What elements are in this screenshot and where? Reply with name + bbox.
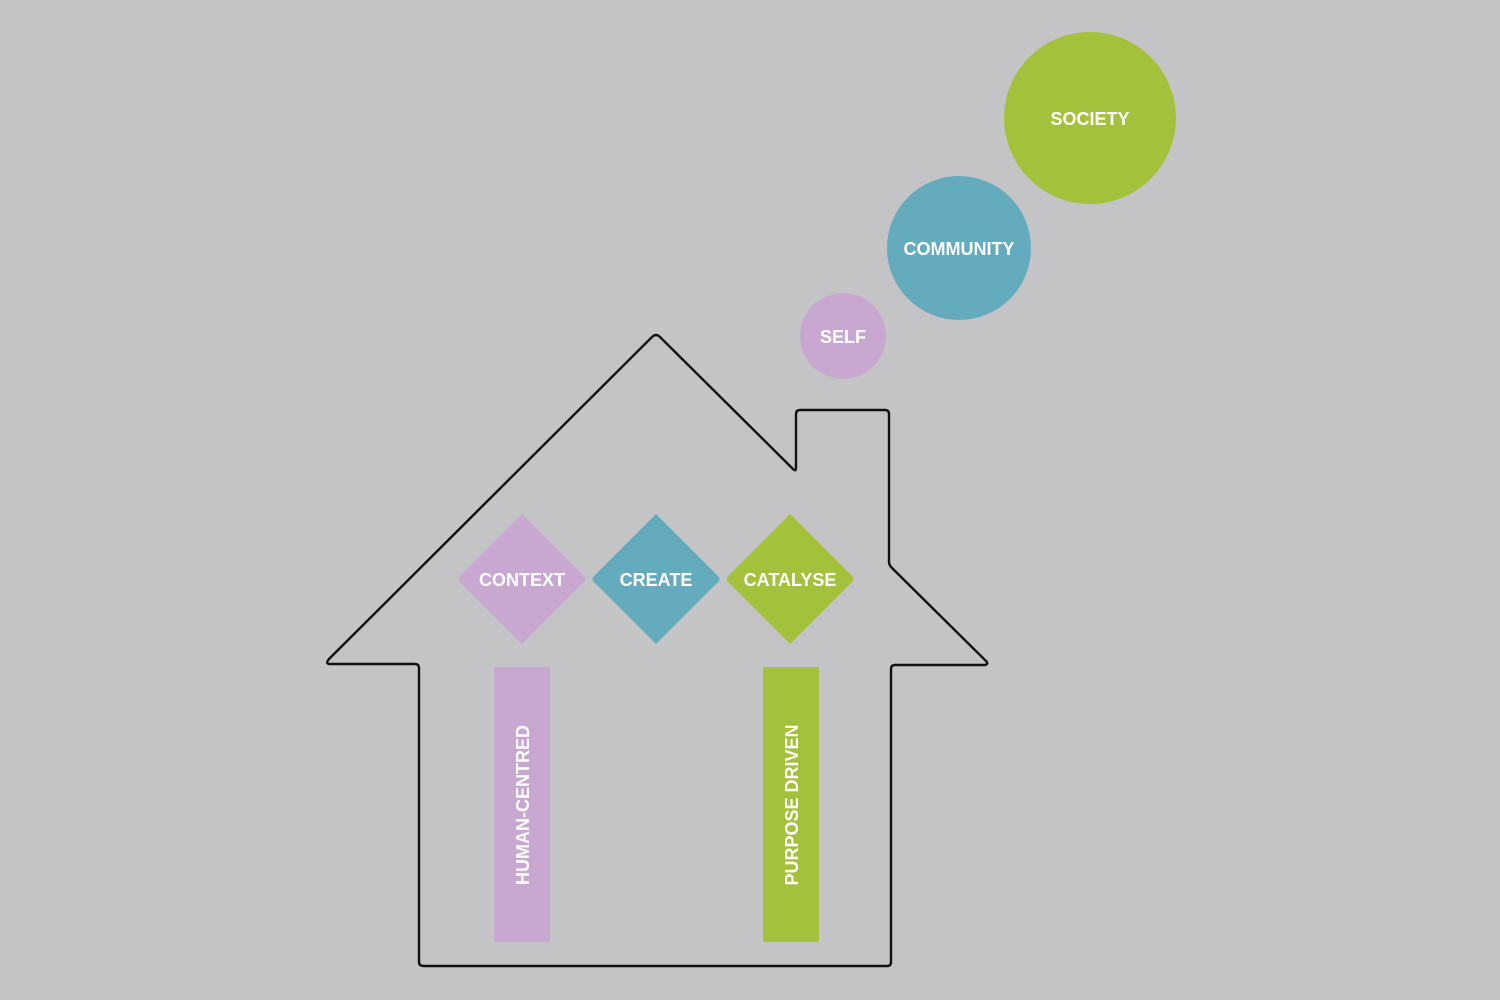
bubble-community-label: COMMUNITY [904,239,1015,259]
pillar-human-centred-shape [494,667,550,942]
diamond-create-shape [592,514,720,644]
pillar-human-centred: HUMAN-CENTRED [494,667,550,942]
diamond-catalyse: CATALYSE [726,514,854,644]
house-outline [326,333,989,968]
diamond-catalyse-label: CATALYSE [744,570,837,590]
diamond-create-label: CREATE [620,570,693,590]
bubble-society-shape [1004,32,1176,204]
bubble-self-shape [800,293,886,379]
bubble-society-label: SOCIETY [1050,109,1129,129]
diamond-context: CONTEXT [458,514,586,644]
pillar-human-centred-label: HUMAN-CENTRED [513,725,533,885]
bubble-society: SOCIETY [1004,32,1176,204]
bubble-community: COMMUNITY [887,176,1031,320]
bubble-community-shape [887,176,1031,320]
pillar-purpose-driven-shape [763,667,819,942]
diamond-catalyse-shape [726,514,854,644]
bubble-self: SELF [800,293,886,379]
bubble-self-label: SELF [820,327,866,347]
diamond-create: CREATE [592,514,720,644]
diamond-context-label: CONTEXT [479,570,565,590]
pillar-purpose-driven-label: PURPOSE DRIVEN [782,724,802,885]
diamond-context-shape [458,514,586,644]
pillar-purpose-driven: PURPOSE DRIVEN [763,667,819,942]
